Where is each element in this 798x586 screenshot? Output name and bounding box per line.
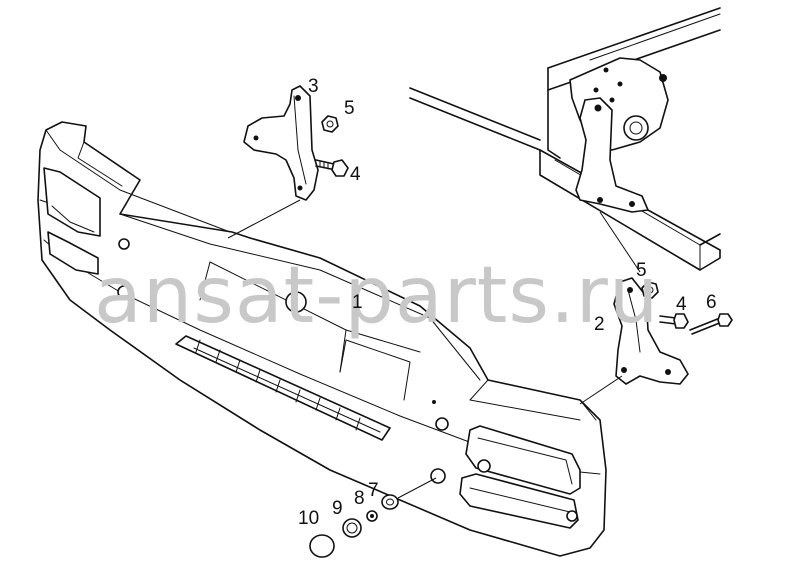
nut-right (641, 281, 659, 299)
front-bumper (37, 121, 607, 557)
callout-2: 2 (594, 314, 605, 335)
leader-bracket-right-top (599, 211, 641, 273)
callout-4-left: 4 (350, 164, 361, 185)
leader-bracket-right-bottom (579, 375, 623, 405)
bolt-left (315, 159, 349, 177)
callout-6: 6 (706, 292, 717, 313)
callout-5-right: 5 (636, 260, 647, 281)
callout-8: 8 (354, 488, 365, 509)
bolt-right-long (689, 313, 733, 335)
leader-washer (397, 477, 437, 499)
bolt-right-short (659, 313, 689, 329)
callout-3: 3 (308, 76, 319, 97)
callout-1: 1 (352, 292, 363, 313)
watermark: ansat-parts.ru (94, 251, 659, 341)
callout-7: 7 (368, 480, 379, 501)
callout-5-left: 5 (344, 98, 355, 119)
callout-4-right: 4 (676, 294, 687, 315)
callout-10: 10 (298, 508, 319, 529)
leader-bracket-left (227, 199, 301, 239)
mounting-bracket-right (613, 277, 689, 385)
chassis-frame (409, 7, 721, 271)
mounting-bracket-left (243, 85, 319, 201)
nut-left (321, 115, 339, 133)
washer (381, 494, 399, 510)
nut-small (366, 510, 378, 522)
ring (342, 518, 362, 538)
callout-9: 9 (332, 498, 343, 519)
cap (309, 534, 335, 558)
